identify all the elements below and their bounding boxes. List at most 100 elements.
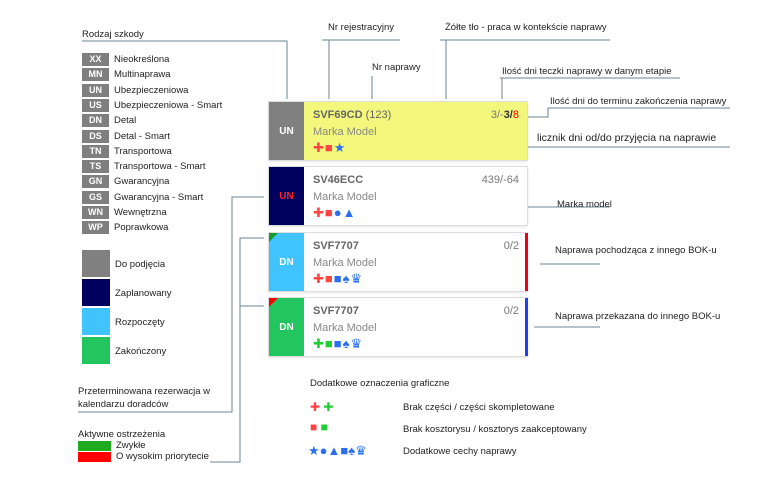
square-icon: ■: [333, 271, 343, 286]
damage-code: MN: [82, 68, 109, 82]
annotation-make-model: Marka model: [557, 199, 612, 210]
damage-code: DN: [82, 114, 109, 128]
warning-high-label: O wysokim priorytecie: [116, 451, 209, 462]
warnings-title: Aktywne ostrzeżenia: [78, 429, 166, 440]
puzzle-icon: ✚: [313, 271, 325, 286]
damage-label: Ubezpieczeniowa: [114, 84, 189, 96]
to-other-bok-bar: [525, 298, 528, 356]
spade-icon: ♠: [342, 271, 351, 286]
status-swatch: [82, 308, 110, 335]
clipboard-icons: ■ ■: [310, 420, 328, 434]
damage-label: Wewnętrzna: [114, 207, 167, 218]
damage-code: XX: [82, 53, 109, 66]
spade-icon: ♠: [342, 336, 351, 351]
puzzle-icons: ✚ ✚: [310, 400, 334, 414]
warning-corner: [269, 233, 278, 242]
circle-icon: ●: [333, 205, 343, 220]
damage-label: Detal - Smart: [114, 130, 170, 142]
clipboard-icon: ■: [324, 140, 334, 155]
annotation-from-bok: Naprawa pochodząca z innego BOK-u: [555, 245, 717, 256]
warning-normal-swatch: [78, 441, 111, 451]
repair-card[interactable]: UN SV46ECC Marka Model ✚■●▲ 439/-64: [268, 166, 528, 226]
status-label: Do podjęcia: [115, 259, 166, 270]
make-model: Marka Model: [313, 257, 377, 269]
damage-label: Ubezpieczeniowa - Smart: [114, 99, 223, 111]
annotation-days-deadline: Ilość dni do terminu zakończenia naprawy: [550, 96, 727, 107]
repair-card[interactable]: DN SVF7707 Marka Model ✚■■♠♛ 0/2: [268, 297, 528, 357]
annotation-days-folder: Ilość dni teczki naprawy w danym etapie: [502, 66, 672, 77]
card-icons: ✚■●▲: [313, 206, 357, 219]
annotation-reg: Nr rejestracyjny: [328, 22, 394, 33]
clipboard-icon: ■: [324, 336, 334, 351]
square-icon: ■: [333, 336, 343, 351]
warning-normal-label: Zwykłe: [116, 440, 146, 451]
puzzle-icon: ✚: [313, 336, 325, 351]
registration: SVF7707: [313, 305, 359, 317]
damage-code: WN: [82, 206, 109, 219]
repair-card[interactable]: UN SVF69CD (123) Marka Model ✚■★ 3/-3/8: [268, 101, 528, 161]
status-label: Zaplanowany: [115, 288, 172, 299]
annotation-to-bok: Naprawa przekazana do innego BOK-u: [555, 311, 721, 322]
damage-label: Gwarancyjna - Smart: [114, 191, 204, 203]
damage-label: Transportowa: [114, 145, 172, 157]
status-label: Rozpoczęty: [115, 317, 165, 328]
type-block: UN: [269, 167, 304, 225]
make-model: Marka Model: [313, 126, 377, 138]
damage-label: Detal: [114, 115, 137, 127]
repair-number: (123): [365, 109, 392, 121]
damage-code: GN: [82, 175, 109, 189]
annotation-counter: licznik dni od/do przyjęcia na naprawie: [537, 132, 717, 144]
clipboard-icon: ■: [324, 271, 334, 286]
damage-code: TS: [82, 160, 109, 174]
type-block: DN: [269, 298, 304, 356]
annotation-yellow: Żółte tło - praca w kontekście naprawy: [445, 22, 607, 33]
damage-label: Gwarancyjna: [114, 176, 170, 188]
day-counter: 0/2: [503, 305, 519, 317]
day-counter: 3/-3/8: [490, 109, 519, 121]
extra-parts-label: Brak części / części skompletowane: [403, 402, 555, 413]
star-icon: ★: [333, 140, 347, 155]
make-model: Marka Model: [313, 191, 377, 203]
card-icons: ✚■★: [313, 141, 346, 154]
registration: SV46ECC: [313, 174, 364, 186]
extra-title: Dodatkowe oznaczenia graficzne: [310, 378, 450, 389]
day-counter: 0/2: [503, 240, 519, 252]
extra-features-label: Dodatkowe cechy naprawy: [403, 446, 517, 457]
damage-code: UN: [82, 83, 109, 97]
registration: SVF7707: [313, 240, 359, 252]
type-block: DN: [269, 233, 304, 291]
registration: SVF69CD (123): [313, 109, 392, 121]
annotation-repair-number: Nr naprawy: [372, 62, 421, 73]
damage-label: Nieokreślona: [114, 54, 170, 65]
puzzle-icon: ✚: [313, 205, 325, 220]
damage-label: Poprawkowa: [114, 222, 169, 234]
card-icons: ✚■■♠♛: [313, 272, 363, 285]
damage-code: TN: [82, 144, 109, 158]
crown-icon: ♛: [350, 336, 364, 351]
status-swatch: [82, 250, 110, 277]
overdue-label: Przeterminowana rezerwacja w kalendarzu …: [78, 386, 210, 410]
damage-code: US: [82, 98, 109, 112]
damage-type-title: Rodzaj szkody: [82, 29, 144, 40]
status-label: Zakończony: [115, 346, 167, 357]
repair-card[interactable]: DN SVF7707 Marka Model ✚■■♠♛ 0/2: [268, 232, 528, 292]
damage-label: Multinaprawa: [114, 69, 171, 81]
damage-code: GS: [82, 190, 109, 204]
triangle-icon: ▲: [342, 205, 357, 220]
type-block: UN: [269, 102, 304, 160]
day-counter: 439/-64: [481, 174, 519, 186]
warning-high-swatch: [78, 452, 111, 462]
warning-corner: [269, 298, 278, 307]
damage-label: Transportowa - Smart: [114, 161, 206, 173]
status-swatch: [82, 337, 110, 364]
extra-estimate-label: Brak kosztorysu / kosztorys zaakceptowan…: [403, 424, 587, 435]
card-icons: ✚■■♠♛: [313, 337, 363, 350]
from-other-bok-bar: [525, 233, 528, 291]
damage-code: WP: [82, 221, 109, 235]
feature-icons: ★●▲■♠♛: [308, 443, 367, 458]
clipboard-icon: ■: [324, 205, 334, 220]
status-swatch: [82, 279, 110, 306]
damage-code: DS: [82, 129, 109, 143]
puzzle-icon: ✚: [313, 140, 325, 155]
